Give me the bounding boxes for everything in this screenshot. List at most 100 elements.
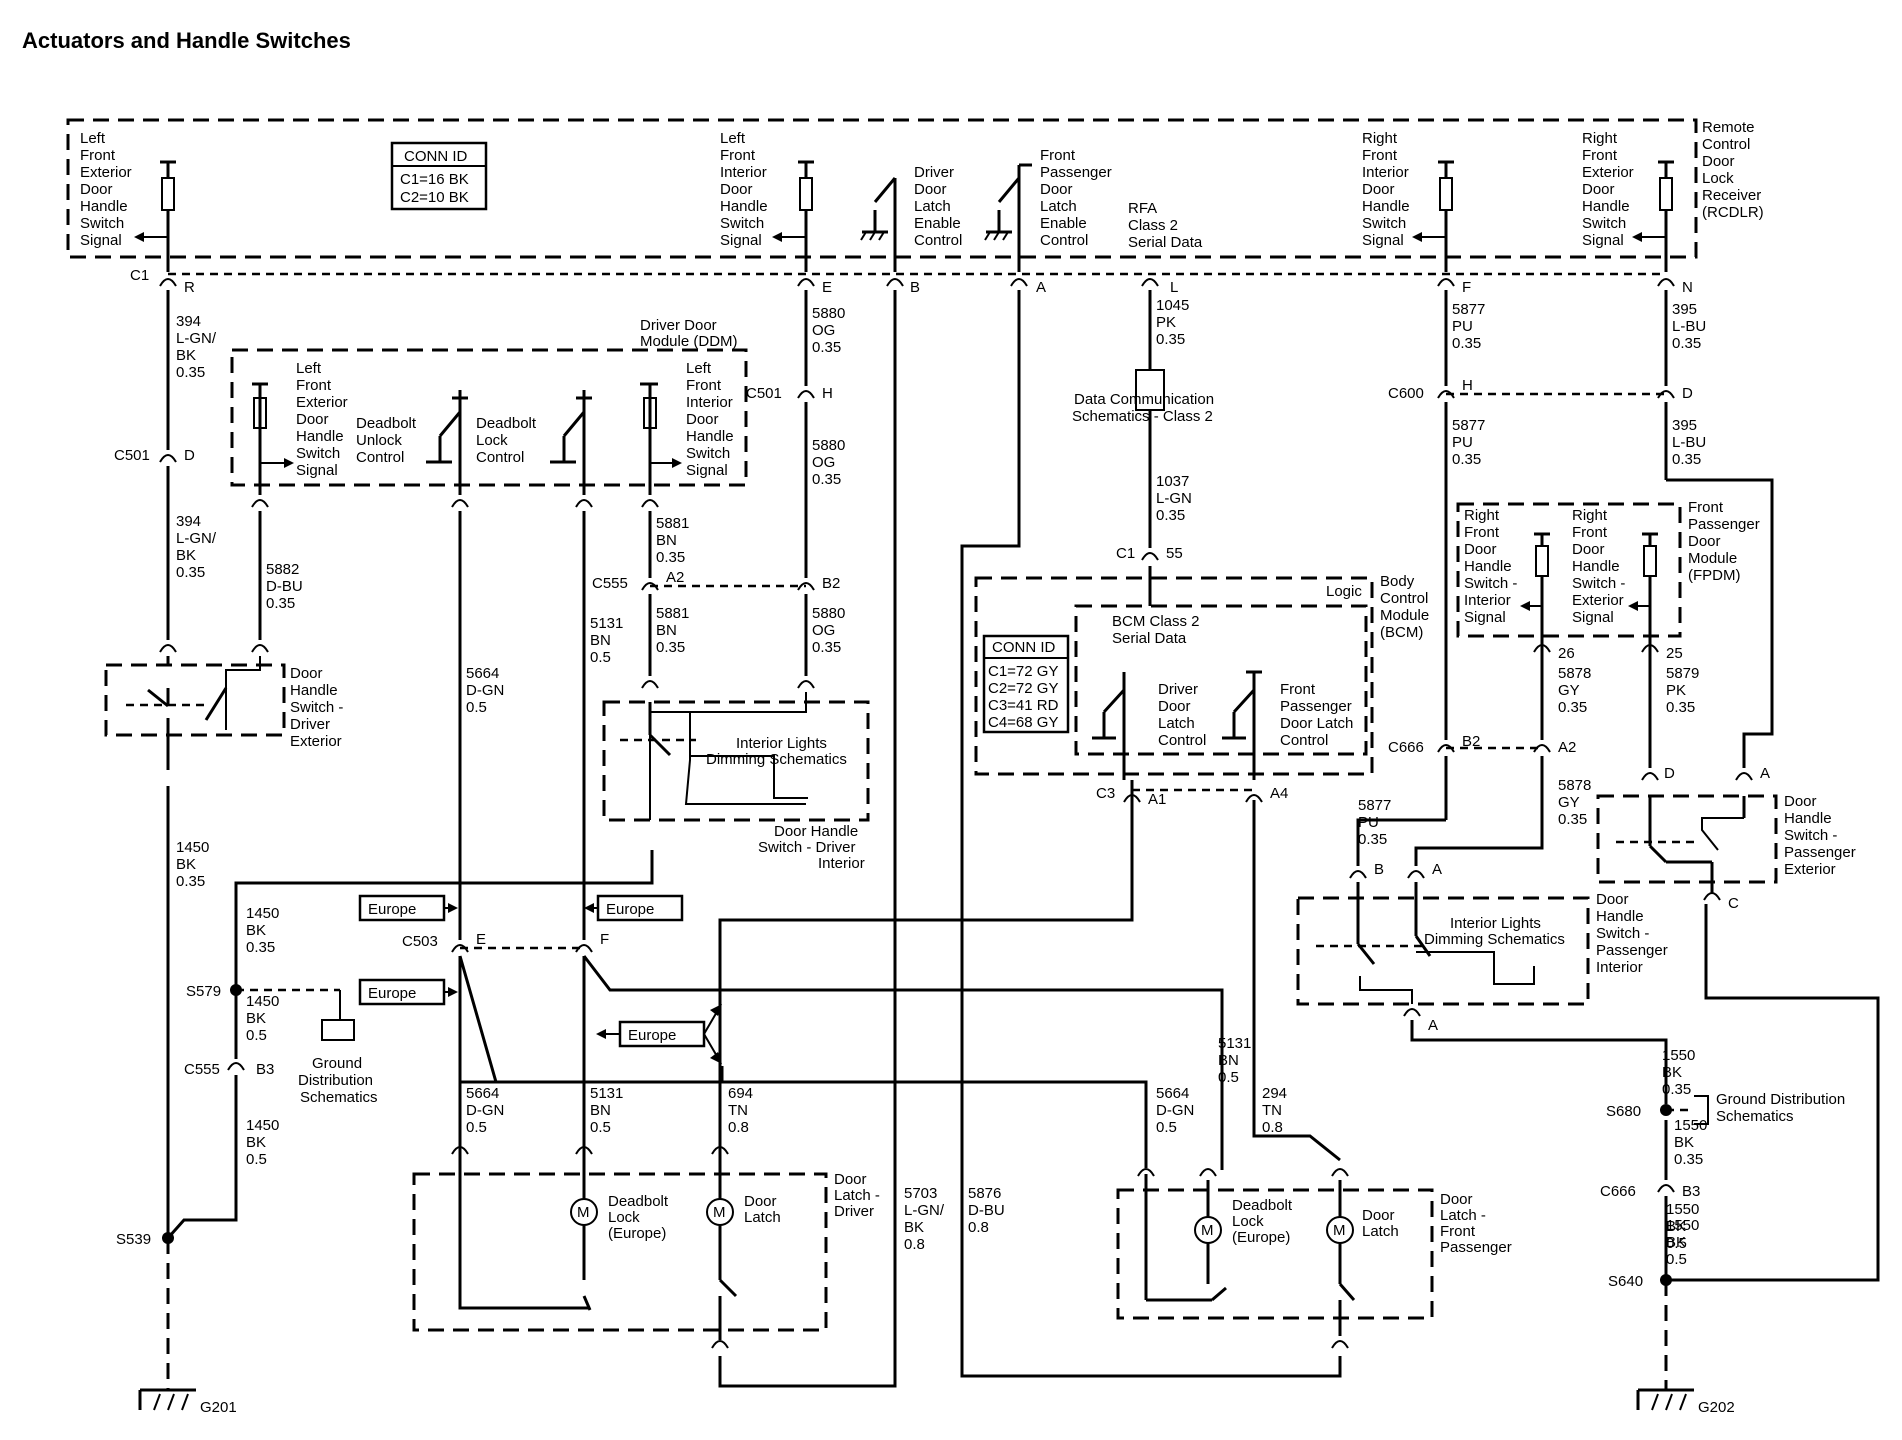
svg-text:Signal: Signal	[1572, 609, 1614, 626]
svg-text:Switch -: Switch -	[1464, 575, 1517, 592]
svg-text:Latch: Latch	[1362, 1223, 1399, 1240]
svg-text:Handle: Handle	[296, 428, 344, 445]
lbl-rf-int-5: Handle	[1362, 198, 1410, 215]
wire-label: BK	[1662, 1064, 1682, 1081]
conn-c666-b: C666	[1600, 1183, 1636, 1200]
svg-text:Signal: Signal	[296, 462, 338, 479]
wire-label: 5880	[812, 605, 845, 622]
wire-label: 0.8	[968, 1219, 989, 1236]
lbl-rfa-1: RFA	[1128, 200, 1157, 217]
wire-label: BK	[246, 922, 266, 939]
wire-label: 0.35	[1666, 699, 1695, 716]
wire-label: BK	[1674, 1134, 1694, 1151]
sw-driver-ext-symbol	[126, 687, 228, 735]
ddm-box	[230, 348, 748, 487]
latch-driver-label-3: Driver	[834, 1203, 874, 1220]
wire-label: 1550	[1662, 1047, 1695, 1064]
splice-s680: S680	[1606, 1103, 1641, 1120]
ground-g202: G202	[1698, 1399, 1735, 1416]
svg-text:Right: Right	[1464, 507, 1500, 524]
wire-label: 5877	[1452, 301, 1485, 318]
wire-label: 0.5	[590, 1119, 611, 1136]
connector-pin-arc	[1641, 644, 1659, 653]
sw-pass-int-label-4: Passenger	[1596, 942, 1668, 959]
wire-label: 0.5	[1218, 1069, 1239, 1086]
conn-id-bcm-head: CONN ID	[992, 639, 1056, 656]
wire-label: 0.5	[466, 699, 487, 716]
wire-label: 0.5	[590, 649, 611, 666]
wire-label: 1450	[176, 839, 209, 856]
lbl-drv-latch-2: Door	[914, 181, 947, 198]
svg-text:Handle: Handle	[686, 428, 734, 445]
connector-pin-arc	[1141, 552, 1159, 561]
conn-id-table-top: CONN ID C1=16 BK C2=10 BK	[390, 141, 488, 211]
connector-pin-arc	[1349, 870, 1367, 879]
pin: H	[822, 385, 833, 402]
wire-label: PU	[1452, 434, 1473, 451]
ground-ref-symbol	[321, 990, 355, 1041]
wire-label: 0.35	[1156, 507, 1185, 524]
lbl-pass-latch-5: Enable	[1040, 215, 1087, 232]
wire-label: 5703	[904, 1185, 937, 1202]
page-title: Actuators and Handle Switches	[22, 28, 351, 53]
svg-text:Signal: Signal	[686, 462, 728, 479]
sw-driver-ext-label-1: Door	[290, 665, 323, 682]
wire-label: 5880	[812, 437, 845, 454]
wire-label: 5878	[1558, 665, 1591, 682]
lbl-pass-latch-3: Door	[1040, 181, 1073, 198]
splice-s579: S579	[186, 983, 221, 1000]
wire-5664-route	[458, 955, 724, 1084]
fpdm-label-1: Front	[1688, 499, 1724, 516]
lbl-drv-latch-3: Latch	[914, 198, 951, 215]
wire-label: 5880	[812, 305, 845, 322]
wire-label: 0.5	[1666, 1235, 1687, 1252]
sw-driver-int-label-3: Interior	[818, 855, 865, 872]
wire-label: 395	[1672, 417, 1697, 434]
lbl-lf-int-5: Handle	[720, 198, 768, 215]
wire-label: 5881	[656, 605, 689, 622]
pin: 26	[1558, 645, 1575, 662]
conn-c555: C555	[592, 575, 628, 592]
latch-pass-label-4: Passenger	[1440, 1239, 1512, 1256]
sw-driver-int-label-1: Door Handle	[774, 823, 858, 840]
connector-pin-arc	[1407, 870, 1425, 879]
rcdlr-label-2: Control	[1702, 136, 1750, 153]
latch-driver-label-2: Latch -	[834, 1187, 880, 1204]
lbl-rf-ext-1: Right	[1582, 130, 1618, 147]
sw-driver-int-label-2: Switch - Driver	[758, 839, 856, 856]
connector-pin-arc	[1657, 390, 1675, 399]
pin: A	[1036, 279, 1046, 296]
sw-pass-ext-label-2: Handle	[1784, 810, 1832, 827]
pin: R	[184, 279, 195, 296]
svg-text:Deadbolt: Deadbolt	[608, 1193, 669, 1210]
wire-5664-pass	[460, 1080, 1148, 1168]
lbl-pass-latch-1: Front	[1040, 147, 1076, 164]
wire-label: 394	[176, 313, 201, 330]
wire-5876-route	[960, 290, 1342, 1378]
connector-pin-arc	[1403, 1008, 1421, 1017]
wire-label: BN	[656, 532, 677, 549]
bcm-label-2: Control	[1380, 590, 1428, 607]
sw-driver-int-symbol	[620, 702, 808, 805]
connector-pin-arc	[1437, 390, 1455, 399]
connector-pin-arc	[575, 1146, 593, 1155]
latch-driver-box	[412, 1172, 828, 1332]
dimming-label-pass-1: Interior Lights	[1450, 915, 1541, 932]
connector-pin-arc	[159, 278, 177, 287]
wire-label: 5879	[1666, 665, 1699, 682]
connector-pin-arc	[251, 499, 269, 508]
connector-pin-arc	[1010, 278, 1028, 287]
connector-pin-arc	[797, 582, 815, 591]
wire-label: 1450	[246, 905, 279, 922]
lbl-rf-ext-4: Door	[1582, 181, 1615, 198]
conn-c600: C600	[1388, 385, 1424, 402]
lbl-rf-ext-7: Signal	[1582, 232, 1624, 249]
connector-pin-arc	[641, 680, 659, 689]
sw-pass-int-box	[1296, 896, 1590, 1006]
wire-label: GY	[1558, 794, 1580, 811]
lbl-rf-ext-5: Handle	[1582, 198, 1630, 215]
europe-tag: Europe	[368, 901, 416, 918]
pin: D	[1682, 385, 1693, 402]
